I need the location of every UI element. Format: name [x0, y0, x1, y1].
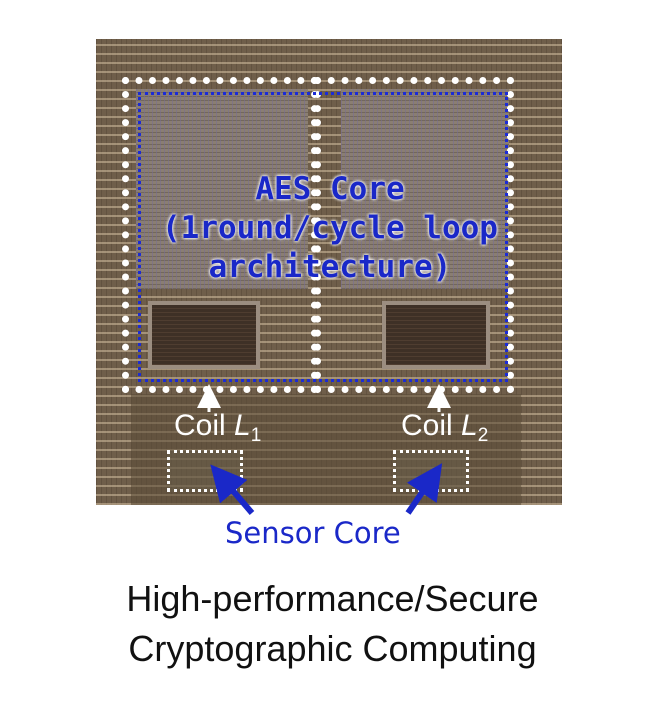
coil-l2-prefix: Coil [401, 409, 462, 442]
aes-core-line-1: AES Core [255, 171, 405, 207]
caption-line-2: Cryptographic Computing [128, 628, 537, 669]
sensor-core-label: Sensor Core [225, 516, 401, 550]
core-region-left [136, 89, 308, 289]
coil-l1-label: Coil L1 [174, 409, 261, 447]
core-region-right [341, 89, 509, 289]
memory-block-left [148, 301, 260, 369]
aes-core-label: AES Core (1round/cycle loop architecture… [140, 170, 520, 287]
aes-core-line-3: architecture) [208, 249, 452, 285]
coil-l2-symbol: L [461, 409, 478, 442]
sensor-arrow-left [210, 464, 255, 515]
caption-line-1: High-performance/Secure [126, 578, 539, 619]
coil-l2-label: Coil L2 [401, 409, 488, 447]
coil-l2-subscript: 2 [477, 425, 489, 446]
coil-l1-prefix: Coil [174, 409, 235, 442]
aes-core-line-2: (1round/cycle loop [162, 210, 498, 246]
aes-core-outline [138, 92, 508, 382]
coil-l1-subscript: 1 [250, 425, 262, 446]
memory-block-right [382, 301, 490, 369]
sensor-arrow-right [405, 463, 443, 515]
lower-region [131, 394, 521, 505]
coil-l1-symbol: L [234, 409, 251, 442]
chip-die-micrograph [96, 39, 562, 505]
core-outline-right [314, 77, 514, 393]
